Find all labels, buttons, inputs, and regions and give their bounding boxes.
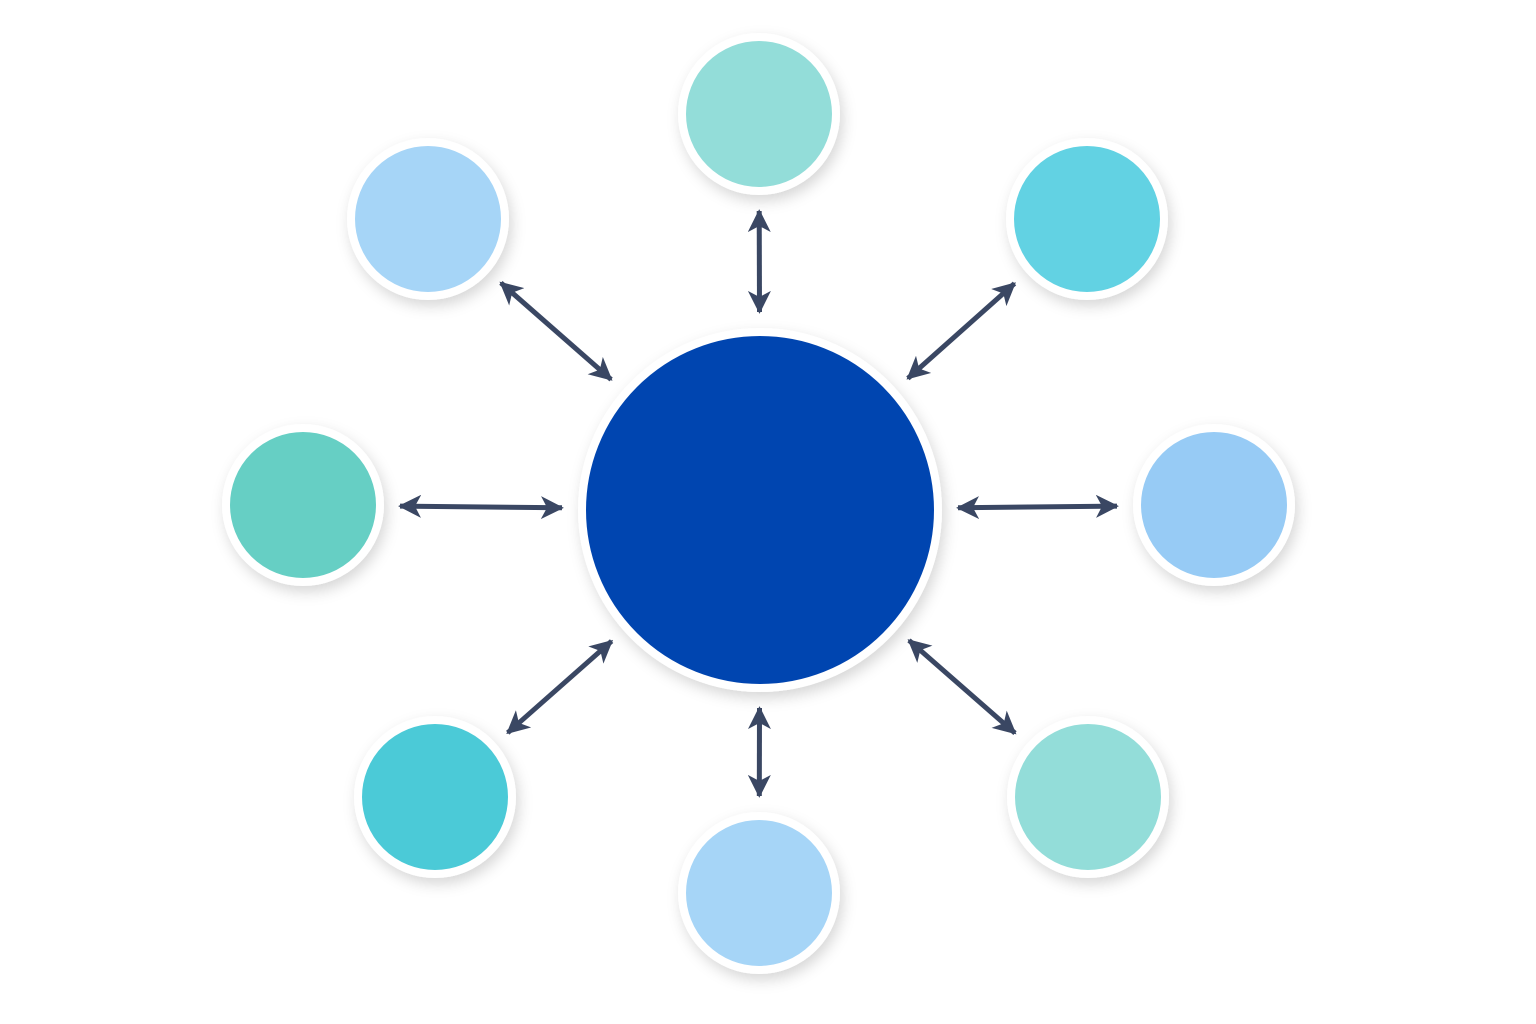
node-top-right-circle bbox=[1006, 138, 1168, 300]
arrow-hub-to-node-top-left bbox=[499, 281, 613, 382]
node-top-circle bbox=[678, 33, 840, 195]
node-right bbox=[1133, 424, 1295, 586]
node-top-right bbox=[1006, 138, 1168, 300]
diagram-nodes bbox=[222, 33, 1295, 974]
node-bottom-right bbox=[1007, 716, 1169, 878]
arrow-hub-to-node-left bbox=[398, 494, 564, 520]
hub-node bbox=[578, 328, 942, 692]
node-bottom bbox=[678, 812, 840, 974]
arrow-hub-to-node-right bbox=[956, 494, 1119, 520]
node-left-circle bbox=[222, 424, 384, 586]
node-bottom-left bbox=[354, 716, 516, 878]
hub-node-circle bbox=[578, 328, 942, 692]
node-top bbox=[678, 33, 840, 195]
arrow-hub-to-node-bottom-left bbox=[506, 639, 614, 735]
node-bottom-circle bbox=[678, 812, 840, 974]
node-bottom-left-circle bbox=[354, 716, 516, 878]
connector-arrows bbox=[398, 209, 1119, 798]
node-right-circle bbox=[1133, 424, 1295, 586]
node-top-left bbox=[347, 138, 509, 300]
node-left bbox=[222, 424, 384, 586]
arrow-hub-to-node-top-right bbox=[906, 281, 1017, 381]
node-top-left-circle bbox=[347, 138, 509, 300]
arrow-hub-to-node-bottom-right bbox=[907, 638, 1017, 735]
node-bottom-right-circle bbox=[1007, 716, 1169, 878]
